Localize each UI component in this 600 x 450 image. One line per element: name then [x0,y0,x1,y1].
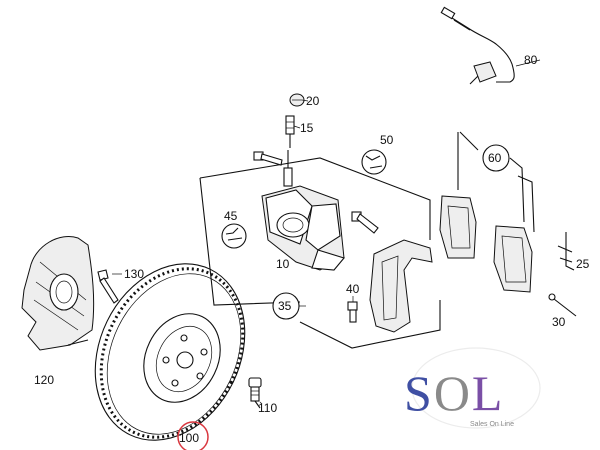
label-60: 60 [488,151,502,165]
bleeder-screw[interactable] [285,115,295,148]
bolt-130[interactable] [97,269,119,304]
label-20: 20 [306,94,320,108]
label-15: 15 [300,121,314,135]
bolt-110[interactable] [248,377,262,409]
guide-pin[interactable] [351,211,379,234]
logo-s: SOL [404,365,504,421]
label-110: 110 [258,401,277,415]
label-25: 25 [576,257,590,271]
logo-subtitle: Sales On Line [470,421,514,428]
label-40: 40 [346,282,360,296]
label-10: 10 [276,257,290,271]
wrench-icon-50 [361,149,387,175]
sol-logo: SOL Sales On Line [404,347,541,429]
label-80: 80 [524,53,538,67]
caliper-carrier[interactable] [369,239,433,333]
wrench-icon-45 [221,223,247,249]
label-30: 30 [552,315,566,329]
label-35: 35 [278,299,292,313]
label-50: 50 [380,133,394,147]
leader-lines [112,59,541,405]
brake-caliper[interactable] [261,150,345,271]
brake-pad-front[interactable] [439,195,477,259]
wear-sensor[interactable] [440,6,515,85]
pad-spring-clip[interactable] [557,232,575,271]
label-100: 100 [179,431,199,445]
brake-disc[interactable] [67,239,273,450]
highlight-circle-100 [177,421,209,450]
dust-shield[interactable] [21,236,95,351]
bolt-40[interactable] [347,301,358,323]
brake-pad-rear[interactable] [493,225,533,293]
caliper-group-frame [199,157,441,349]
label-130: 130 [124,267,144,281]
retaining-pin[interactable] [548,293,577,317]
label-120: 120 [34,373,54,387]
pad-group-frame [457,131,535,233]
label-45: 45 [224,209,238,223]
caliper-bolt[interactable] [253,151,283,166]
bleeder-cap[interactable] [289,93,305,107]
callout-circle-60 [482,144,510,172]
